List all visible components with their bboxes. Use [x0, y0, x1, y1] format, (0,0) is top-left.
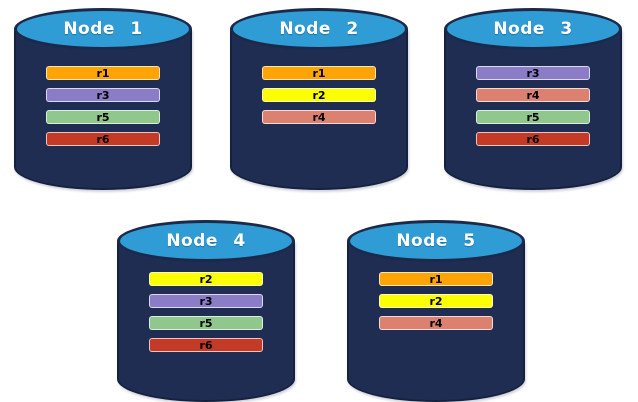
- node-5-cylinder: Node 5 r1 r2 r4: [347, 220, 525, 402]
- record-bar: r4: [262, 110, 376, 124]
- node-3-record-list: r3 r4 r5 r6: [444, 66, 622, 146]
- node-5-record-list: r1 r2 r4: [347, 272, 525, 330]
- node-2-cylinder-top: Node 2: [230, 8, 408, 50]
- node-2-record-list: r1 r2 r4: [230, 66, 408, 124]
- node-3-cylinder-top: Node 3: [444, 8, 622, 50]
- record-bar: r4: [379, 316, 493, 330]
- record-bar: r1: [46, 66, 160, 80]
- record-bar: r2: [379, 294, 493, 308]
- record-bar: r5: [149, 316, 263, 330]
- record-bar: r4: [476, 88, 590, 102]
- record-bar: r1: [379, 272, 493, 286]
- node-1-cylinder-body: [14, 29, 192, 190]
- record-bar: r5: [46, 110, 160, 124]
- node-2-label: Node 2: [279, 19, 359, 39]
- record-bar: r6: [46, 132, 160, 146]
- record-bar: r6: [149, 338, 263, 352]
- node-4-record-list: r2 r3 r5 r6: [117, 272, 295, 352]
- node-4-label: Node 4: [166, 231, 246, 251]
- record-bar: r6: [476, 132, 590, 146]
- node-2-cylinder-body: [230, 29, 408, 190]
- node-4-cylinder: Node 4 r2 r3 r5 r6: [117, 220, 295, 402]
- node-2-cylinder: Node 2 r1 r2 r4: [230, 8, 408, 190]
- node-1-cylinder-top: Node 1: [14, 8, 192, 50]
- record-bar: r5: [476, 110, 590, 124]
- node-5-label: Node 5: [396, 231, 476, 251]
- record-bar: r2: [262, 88, 376, 102]
- node-1-record-list: r1 r3 r5 r6: [14, 66, 192, 146]
- record-bar: r1: [262, 66, 376, 80]
- node-1-label: Node 1: [63, 19, 143, 39]
- record-bar: r3: [149, 294, 263, 308]
- node-3-cylinder-body: [444, 29, 622, 190]
- node-5-cylinder-top: Node 5: [347, 220, 525, 262]
- node-4-cylinder-top: Node 4: [117, 220, 295, 262]
- node-1-cylinder: Node 1 r1 r3 r5 r6: [14, 8, 192, 190]
- node-3-label: Node 3: [493, 19, 573, 39]
- record-bar: r2: [149, 272, 263, 286]
- record-bar: r3: [46, 88, 160, 102]
- record-bar: r3: [476, 66, 590, 80]
- node-3-cylinder: Node 3 r3 r4 r5 r6: [444, 8, 622, 190]
